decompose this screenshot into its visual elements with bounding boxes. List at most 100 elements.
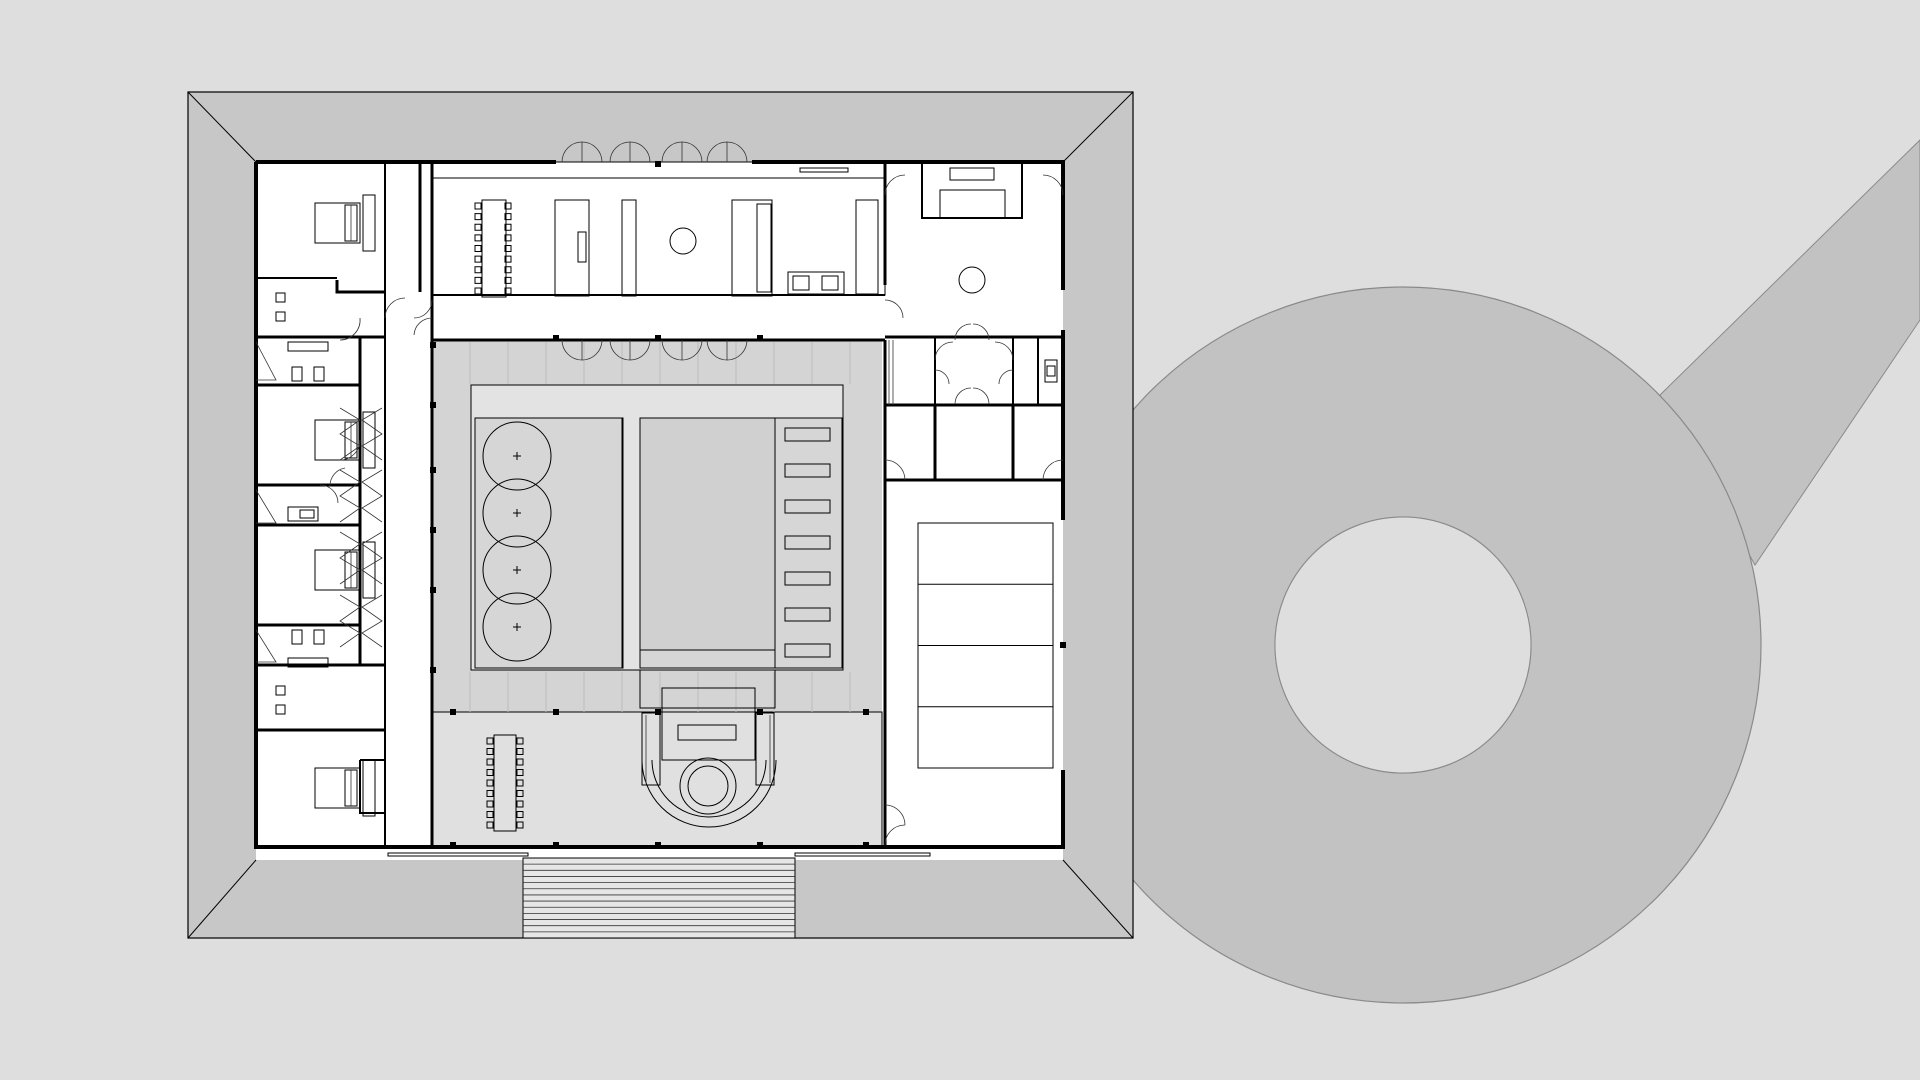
chair: [504, 245, 512, 252]
chair: [486, 748, 494, 755]
corridor-doors: [329, 297, 433, 487]
outdoor-fireplace: [661, 687, 756, 761]
door-leaf: [706, 141, 728, 163]
chair: [504, 276, 512, 284]
headboard: [362, 411, 376, 469]
chair: [504, 202, 512, 210]
structural-post: [430, 342, 436, 348]
chair: [486, 769, 494, 776]
structural-post: [450, 842, 456, 848]
structural-post: [1060, 642, 1066, 648]
door-leaf: [706, 339, 728, 361]
chair: [486, 737, 494, 745]
living-area: [430, 141, 1066, 848]
wardrobe-door: [339, 594, 361, 648]
door-leaf: [726, 339, 748, 361]
structural-post: [430, 467, 436, 473]
chair: [516, 821, 524, 829]
entrance-steps: [522, 857, 796, 939]
structural-post: [655, 842, 661, 848]
wardrobe-door: [361, 469, 383, 523]
parking-bays: [918, 583, 1053, 708]
chair: [504, 287, 512, 295]
sun-terrace: [474, 417, 624, 669]
structural-post: [430, 527, 436, 533]
door-leaf: [561, 339, 583, 361]
chair: [516, 800, 524, 808]
structural-post: [655, 161, 661, 167]
front-door-tracks: [387, 852, 931, 857]
chair: [474, 234, 482, 242]
chair: [486, 790, 494, 797]
structural-post: [553, 709, 559, 715]
terrace-dining-chairs: [486, 737, 524, 829]
structural-post: [655, 709, 661, 715]
entrance-hall: [884, 167, 1064, 341]
door-leaf: [561, 141, 583, 163]
lounger: [784, 535, 831, 550]
round-table: [482, 478, 552, 548]
round-tables: [482, 421, 552, 662]
lounger: [784, 643, 831, 658]
sofa: [787, 271, 845, 295]
chair: [504, 223, 512, 231]
service-rooms: [884, 340, 1064, 481]
chair: [474, 213, 482, 221]
living-glazed-doors-top: [561, 141, 748, 163]
headboard: [362, 194, 376, 252]
bed: [314, 767, 361, 809]
headboard: [362, 541, 376, 599]
door-leaf: [609, 141, 631, 163]
wardrobe-doors: [339, 407, 383, 648]
structural-post: [430, 402, 436, 408]
ring-path-group: [1044, 139, 1920, 1004]
wardrobe-door: [339, 469, 361, 523]
structural-post: [553, 842, 559, 848]
door-leaf: [581, 339, 603, 361]
chair: [504, 234, 512, 242]
door-leaf: [629, 339, 651, 361]
living-dining-chairs: [474, 202, 512, 295]
chair: [474, 255, 482, 263]
door-leaf: [609, 339, 631, 361]
chair: [504, 213, 512, 221]
wardrobe-door: [361, 407, 383, 461]
door-leaf: [581, 141, 603, 163]
wardrobe-door: [361, 594, 383, 648]
pool-water: [639, 417, 776, 651]
lounger: [784, 463, 831, 478]
chair: [516, 748, 524, 755]
garage: [884, 522, 1054, 846]
lounger: [784, 499, 831, 514]
chair: [474, 287, 482, 295]
chair: [486, 779, 494, 787]
headboard: [362, 759, 376, 817]
chair: [474, 223, 482, 231]
chair: [474, 276, 482, 284]
door-leaf: [681, 141, 703, 163]
structural-post: [553, 335, 559, 341]
round-table: [482, 421, 552, 491]
front-terrace: [431, 711, 883, 848]
lounger: [784, 427, 831, 442]
structural-post: [757, 335, 763, 341]
chair: [474, 245, 482, 252]
chair: [516, 737, 524, 745]
lounger: [784, 571, 831, 586]
lounger: [784, 607, 831, 622]
wardrobe-door: [361, 531, 383, 585]
structural-post: [863, 842, 869, 848]
chair: [504, 255, 512, 263]
chair: [516, 758, 524, 766]
chair: [486, 758, 494, 766]
round-table: [482, 592, 552, 662]
structural-posts: [430, 161, 1066, 848]
chair: [486, 821, 494, 829]
door-leaf: [681, 339, 703, 361]
living-dining-table: [481, 199, 507, 298]
round-table: [482, 535, 552, 605]
door-leaf: [661, 339, 683, 361]
chair: [516, 790, 524, 797]
